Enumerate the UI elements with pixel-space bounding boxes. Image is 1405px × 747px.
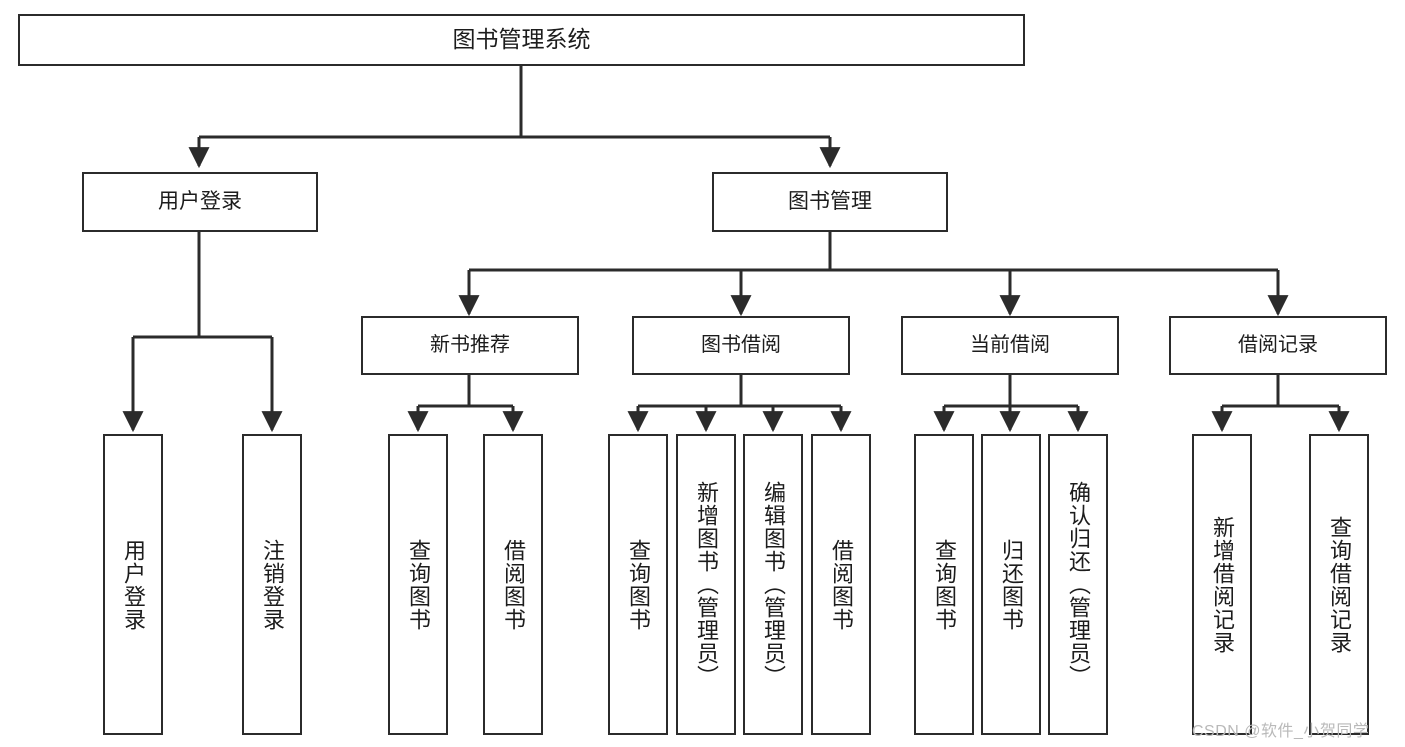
leaf-label: 查询图书 xyxy=(625,538,651,631)
leaf-label: 新增借阅记录 xyxy=(1209,515,1235,654)
leaf-add-book-admin[interactable]: 新增图书（管理员） xyxy=(676,434,736,735)
leaf-return-book[interactable]: 归还图书 xyxy=(981,434,1041,735)
leaf-edit-book-admin[interactable]: 编辑图书（管理员） xyxy=(743,434,803,735)
leaf-query-borrow-record[interactable]: 查询借阅记录 xyxy=(1309,434,1369,735)
leaf-label: 查询图书 xyxy=(931,538,957,631)
node-label: 图书借阅 xyxy=(701,333,781,356)
node-label: 当前借阅 xyxy=(970,333,1050,356)
node-new-book-recommend[interactable]: 新书推荐 xyxy=(361,316,579,375)
node-label: 图书管理 xyxy=(788,189,872,213)
node-user-login[interactable]: 用户登录 xyxy=(82,172,318,232)
csdn-watermark: CSDN @软件_小贺同学 xyxy=(1192,723,1370,740)
leaf-label: 查询借阅记录 xyxy=(1326,515,1352,654)
node-book-management-system[interactable]: 图书管理系统 xyxy=(18,14,1025,66)
leaf-add-borrow-record[interactable]: 新增借阅记录 xyxy=(1192,434,1252,735)
node-label: 图书管理系统 xyxy=(452,26,591,53)
leaf-user-login[interactable]: 用户登录 xyxy=(103,434,163,735)
leaf-query-book-new-recommend[interactable]: 查询图书 xyxy=(388,434,448,735)
leaf-query-book-borrow[interactable]: 查询图书 xyxy=(608,434,668,735)
leaf-query-book-current[interactable]: 查询图书 xyxy=(914,434,974,735)
leaf-label: 确认归还（管理员） xyxy=(1065,481,1091,688)
leaf-label: 注销登录 xyxy=(259,538,285,631)
node-current-borrow[interactable]: 当前借阅 xyxy=(901,316,1119,375)
node-book-borrow[interactable]: 图书借阅 xyxy=(632,316,850,375)
leaf-borrow-book[interactable]: 借阅图书 xyxy=(811,434,871,735)
leaf-label: 借阅图书 xyxy=(828,538,854,631)
leaf-label: 新增图书（管理员） xyxy=(693,481,719,688)
leaf-label: 查询图书 xyxy=(405,538,431,631)
leaf-user-logout[interactable]: 注销登录 xyxy=(242,434,302,735)
leaf-label: 编辑图书（管理员） xyxy=(760,481,786,688)
node-book-management[interactable]: 图书管理 xyxy=(712,172,948,232)
leaf-confirm-return-admin[interactable]: 确认归还（管理员） xyxy=(1048,434,1108,735)
node-label: 用户登录 xyxy=(158,189,242,213)
leaf-label: 用户登录 xyxy=(120,538,146,631)
leaf-label: 归还图书 xyxy=(998,538,1024,631)
node-label: 新书推荐 xyxy=(430,333,510,356)
leaf-label: 借阅图书 xyxy=(500,538,526,631)
node-label: 借阅记录 xyxy=(1238,333,1318,356)
leaf-borrow-book-new-recommend[interactable]: 借阅图书 xyxy=(483,434,543,735)
node-borrow-record[interactable]: 借阅记录 xyxy=(1169,316,1387,375)
